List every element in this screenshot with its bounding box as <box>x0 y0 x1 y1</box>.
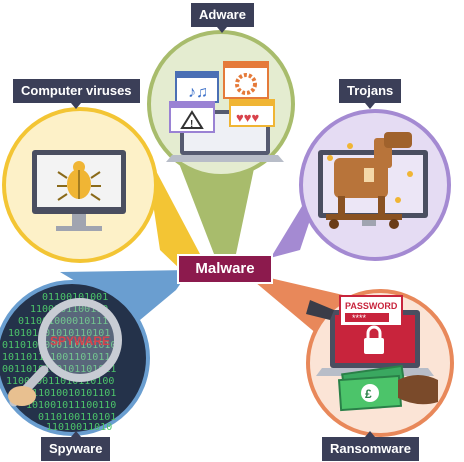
binary-row: 0110101000110101010 <box>2 340 116 351</box>
spyware-illustration: 01100101001 1100101100110 01100100001011… <box>2 292 122 433</box>
binary-row: 11010011010 <box>46 422 112 433</box>
binary-row: 101001011100110 <box>26 400 116 411</box>
password-mask: **** <box>352 313 367 323</box>
music-note-icon: ♪♫ <box>188 84 208 101</box>
hearts-icon: ♥♥♥ <box>236 110 259 125</box>
binary-row: 011001000010111 <box>18 316 108 327</box>
binary-row: 110010011010110100 <box>6 376 114 387</box>
binary-row: 0110100110101 <box>38 412 116 423</box>
binary-row: 01100101001 <box>42 292 108 303</box>
password-label: PASSWORD <box>345 301 398 311</box>
binary-row: 1011011110011010110 <box>2 352 116 363</box>
spyware-screen-text: SPYWARE <box>50 334 110 348</box>
label-trojans: Trojans <box>339 79 402 109</box>
wedge-spyware <box>60 270 190 320</box>
label-adware: Adware <box>191 3 254 33</box>
adware-illustration: ♪♫ ! ♥♥♥ <box>166 61 284 162</box>
ransomware-illustration: PASSWORD **** £ <box>306 295 438 412</box>
binary-row: 01011010010101101 <box>14 388 116 399</box>
currency-symbol: £ <box>365 387 372 401</box>
trojan-horse-icon <box>326 132 412 229</box>
center-label-malware: Malware <box>177 254 273 284</box>
viruses-illustration <box>32 150 126 231</box>
gear-icon <box>235 73 257 95</box>
svg-text:!: ! <box>190 119 193 130</box>
banknote-icon: £ <box>337 364 407 412</box>
padlock-icon <box>364 325 384 354</box>
label-computer-viruses: Computer viruses <box>13 79 140 109</box>
wedge-viruses <box>145 150 200 270</box>
label-spyware: Spyware <box>41 431 111 461</box>
binary-row: 1100101100110 <box>30 304 108 315</box>
binary-row: 10101101010110101 <box>8 328 110 339</box>
label-ransomware: Ransomware <box>322 431 419 461</box>
bug-icon <box>57 161 101 201</box>
warning-icon <box>180 110 204 129</box>
trojans-illustration <box>318 132 428 229</box>
